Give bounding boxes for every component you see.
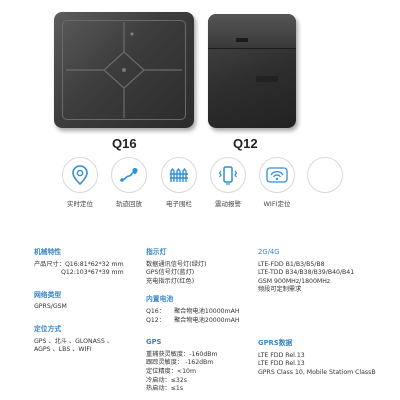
spec-column-middle: 指示灯 数据通讯信号灯(绿灯) GPS信号灯(蓝灯) 充电指示灯(红色) 内置电… bbox=[146, 248, 258, 394]
battery-row-q16: Q16： 聚合物电池10000mAH bbox=[146, 308, 258, 317]
q16-model-label: Q16 bbox=[112, 136, 137, 151]
battery-key: Q16： bbox=[146, 307, 165, 315]
section-title-gprs: GPRS数据 bbox=[258, 338, 293, 347]
route-map-icon bbox=[111, 157, 147, 193]
feature-label: WIFI定位 bbox=[263, 200, 291, 208]
vibration-phone-icon bbox=[210, 157, 246, 193]
q16-device-image bbox=[54, 12, 194, 128]
gprs-line-1: LTE FDD Rel.13 bbox=[258, 351, 305, 359]
q16-panel-pattern bbox=[66, 22, 182, 118]
network-value: GPRS/GSM bbox=[34, 303, 67, 311]
positioning-line-2: AGPS 、LBS 、WIFI bbox=[34, 346, 92, 354]
gps-line-1: 重捕获灵敏度：-160dBm bbox=[146, 350, 218, 358]
section-title-network: 网络类型 bbox=[34, 290, 62, 299]
gps-line-2: 跟踪灵敏度： -162dBm bbox=[146, 359, 214, 367]
gprs-line-2: LTE FDD Rel.13 bbox=[258, 360, 305, 368]
gprs-line-3: GPRS Class 10, Mobile Statiom ClassB bbox=[258, 368, 376, 376]
bands-line-4: 频段可定制需求 bbox=[258, 286, 302, 294]
size-q12: Q12:103*67*39 mm bbox=[61, 269, 124, 277]
blank-circle-icon bbox=[307, 157, 343, 193]
indicator-line-3: 充电指示灯(红色) bbox=[146, 277, 195, 285]
feature-track-playback: 轨迹回放 bbox=[103, 157, 155, 208]
section-title-gps: GPS bbox=[146, 338, 162, 347]
battery-value: 聚合物电池10000mAH bbox=[174, 307, 240, 315]
location-pin-icon bbox=[62, 157, 98, 193]
q12-cap bbox=[208, 14, 296, 49]
gps-line-4: 冷启动：≤32s bbox=[146, 376, 188, 384]
bands-line-3: GSM 900MHz/1800MHz bbox=[258, 277, 331, 285]
feature-vibration-alarm: 震动报警 bbox=[202, 157, 254, 208]
size-q16: Q16:81*62*32 mm bbox=[64, 260, 124, 268]
spec-column-right: 2G/4G LTE-FDD B1/B3/B5/B8 LTE-TDD B34/B3… bbox=[258, 248, 376, 377]
q12-logo-mark bbox=[256, 76, 278, 82]
size-label: 产品尺寸： bbox=[34, 260, 65, 268]
feature-label: 轨迹回放 bbox=[116, 200, 142, 208]
section-title-mechanical: 机械特性 bbox=[34, 248, 62, 256]
bands-line-1: LTE-FDD B1/B3/B5/B8 bbox=[258, 260, 325, 268]
q12-device-image bbox=[208, 14, 296, 128]
feature-label: 实时定位 bbox=[67, 200, 93, 208]
q12-sim-slot bbox=[236, 38, 248, 42]
indicator-line-1: 数据通讯信号灯(绿灯) bbox=[146, 260, 207, 268]
positioning-line-1: GPS 、北斗 、GLONASS 、 bbox=[34, 337, 113, 345]
spec-column-left: 机械特性 产品尺寸：Q16:81*62*32 mm Q12:103*67*39 … bbox=[34, 248, 138, 355]
section-title-bands: 2G/4G bbox=[258, 248, 280, 256]
bands-line-2: LTE-TDD B34/B38/B39/B40/B41 bbox=[258, 269, 355, 277]
q12-model-label: Q12 bbox=[233, 136, 258, 151]
feature-label: 震动报警 bbox=[215, 200, 241, 208]
battery-value: 聚合物电池20000mAH bbox=[174, 316, 240, 324]
feature-blank bbox=[299, 157, 351, 198]
battery-key: Q12： bbox=[146, 316, 165, 324]
fence-icon bbox=[161, 157, 197, 193]
size-row-q16: 产品尺寸：Q16:81*62*32 mm bbox=[34, 261, 138, 270]
gps-line-3: 定位精度：<10m bbox=[146, 367, 197, 375]
feature-geofence: 电子围栏 bbox=[153, 157, 205, 208]
feature-realtime-location: 实时定位 bbox=[54, 157, 106, 208]
section-title-indicator: 指示灯 bbox=[146, 248, 167, 256]
wifi-icon bbox=[259, 157, 295, 193]
indicator-line-2: GPS信号灯(蓝灯) bbox=[146, 269, 195, 277]
feature-wifi-location: WIFI定位 bbox=[251, 157, 303, 208]
feature-label: 电子围栏 bbox=[166, 200, 192, 208]
battery-row-q12: Q12： 聚合物电池20000mAH bbox=[146, 317, 258, 326]
section-title-battery: 内置电池 bbox=[146, 295, 174, 304]
gps-line-5: 热启动：≤1s bbox=[146, 385, 184, 393]
section-title-positioning: 定位方式 bbox=[34, 324, 62, 333]
